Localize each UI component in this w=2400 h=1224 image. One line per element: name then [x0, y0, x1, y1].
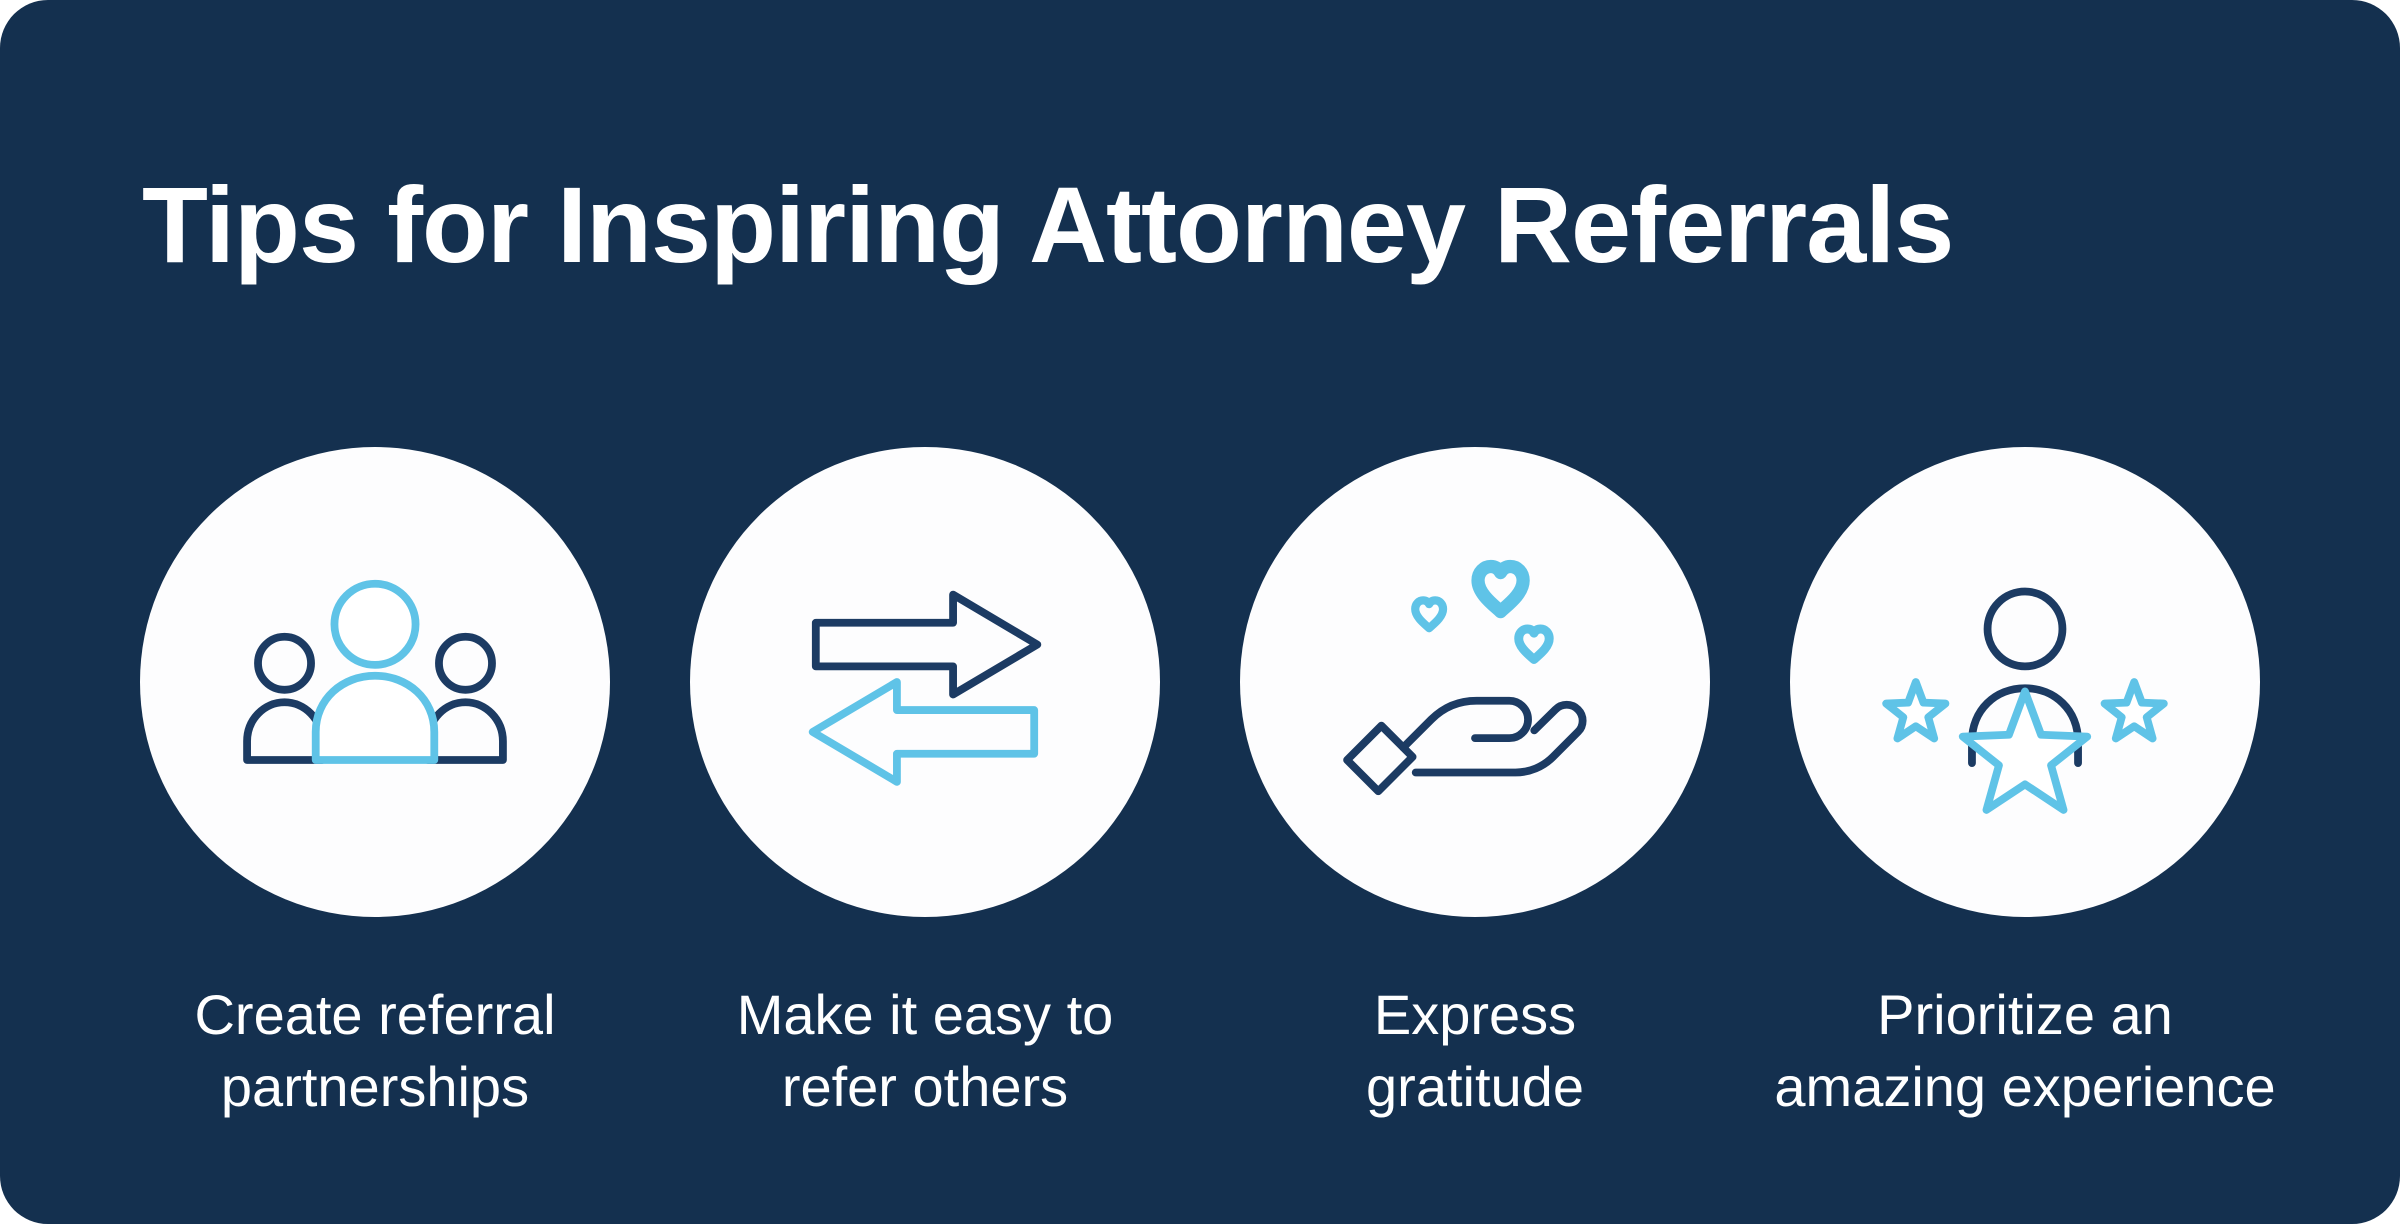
page-title: Tips for Inspiring Attorney Referrals [142, 164, 1954, 285]
tip-label: Make it easy to refer others [736, 983, 1114, 1118]
icon-circle [690, 447, 1160, 917]
icon-circle [1790, 447, 2260, 917]
person-with-stars-icon [1882, 587, 2168, 814]
exchange-arrows-icon [808, 590, 1042, 786]
tip-item-referral-partnerships: Create referral partnerships [100, 447, 650, 1122]
tip-label: Express gratitude [1366, 983, 1584, 1118]
hand-with-hearts-icon [1343, 559, 1587, 796]
tips-row: Create referral partnerships Make it eas… [100, 447, 2300, 1122]
tip-item-amazing-experience: Prioritize an amazing experience [1750, 447, 2300, 1122]
icon-circle [1240, 447, 1710, 917]
people-group-icon [243, 579, 507, 764]
tip-label: Prioritize an amazing experience [1774, 983, 2276, 1118]
tip-item-express-gratitude: Express gratitude [1200, 447, 1750, 1122]
icon-circle [140, 447, 610, 917]
tip-label: Create referral partnerships [194, 983, 556, 1118]
tip-item-easy-to-refer: Make it easy to refer others [650, 447, 1200, 1122]
